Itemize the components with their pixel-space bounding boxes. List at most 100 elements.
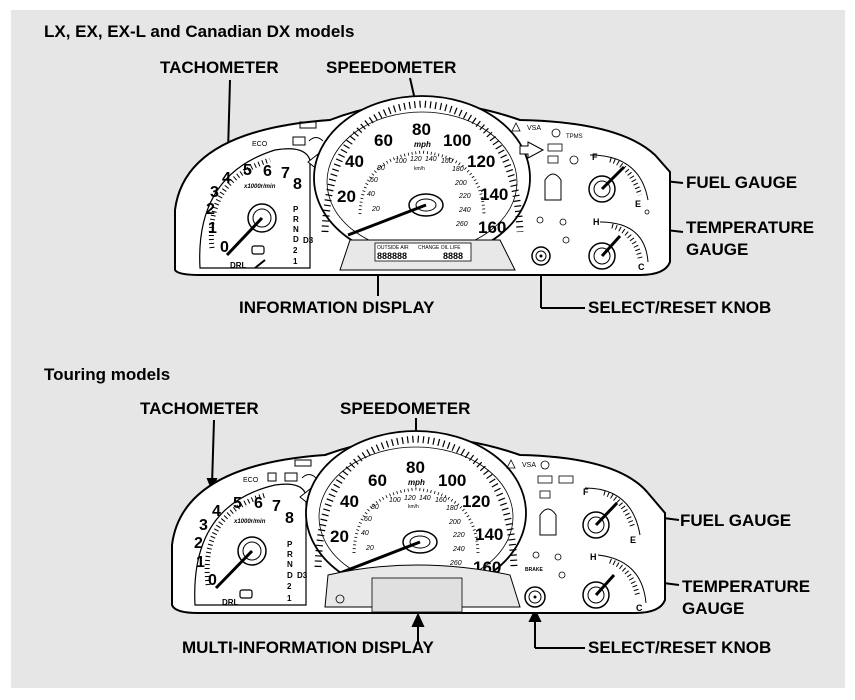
gear2-d3: D3 (297, 571, 308, 580)
kmh-120: 120 (410, 156, 422, 163)
multi-info-display-screen (371, 577, 463, 613)
fuel-empty: E (635, 199, 641, 209)
fuel2-empty: E (630, 535, 636, 545)
kmh2-260: 260 (449, 560, 462, 567)
tach-num-0: 0 (220, 239, 229, 256)
info-display-screen (374, 242, 472, 262)
tach2-num-4: 4 (212, 503, 221, 520)
battery-icon-2 (284, 472, 298, 482)
oil-pressure-icon (308, 137, 324, 142)
fuel-needle (600, 165, 626, 191)
eco-indicator: ECO (252, 141, 268, 148)
fuel2-needle (594, 501, 619, 527)
mph-140: 140 (480, 185, 508, 204)
kmh2-200: 200 (448, 519, 461, 526)
battery-icon (292, 136, 306, 146)
airbag-icon-2 (554, 553, 562, 561)
light-indicator-icon (299, 121, 317, 129)
headlight-icon (547, 155, 559, 164)
display-digits-left: 888888 (377, 251, 407, 261)
seatbelt-icon-2 (532, 551, 540, 559)
section1-title: LX, EX, EX-L and Canadian DX models (44, 22, 355, 41)
passenger-airbag-icon (562, 236, 570, 244)
kmh2-220: 220 (452, 532, 465, 539)
kmh2-140: 140 (419, 495, 431, 502)
outside-air-label: OUTSIDE AIR (377, 245, 409, 251)
tach-num-4: 4 (222, 170, 231, 187)
mph2-20: 20 (330, 527, 349, 546)
door-open-icon (544, 173, 562, 201)
select-reset-knob-label-1: SELECT/RESET KNOB (588, 298, 772, 317)
check-engine-icon-2 (239, 589, 253, 599)
gear-p: P (293, 205, 299, 214)
cruise-control-icon (558, 475, 574, 484)
mph-40: 40 (345, 152, 364, 171)
tach-num-1: 1 (208, 220, 217, 237)
side-airbag-off-icon (547, 143, 563, 152)
seatbelt-icon (536, 216, 544, 224)
gear2-d: D (287, 571, 293, 580)
gear-d3: D3 (303, 236, 314, 245)
tach2-num-7: 7 (272, 498, 281, 515)
warning-triangle-icon-2 (506, 459, 516, 469)
kmh2-160: 160 (435, 497, 447, 504)
vsa-indicator-2: VSA (522, 462, 536, 469)
gear-d: D (293, 235, 299, 244)
tach-num-6: 6 (263, 163, 272, 180)
tach2-num-8: 8 (285, 510, 294, 527)
tach-num-7: 7 (281, 165, 290, 182)
light-indicator-icon-2 (294, 459, 312, 467)
temp2-cold: C (636, 603, 643, 613)
kmh-80: 80 (377, 165, 385, 172)
section2-title: Touring models (44, 365, 171, 384)
kmh-100: 100 (395, 158, 407, 165)
temperature-gauge-label-2b: GAUGE (682, 599, 745, 618)
kmh2-80: 80 (371, 504, 379, 511)
kmh2-180: 180 (446, 505, 458, 512)
mph2-80: 80 (406, 458, 425, 477)
change-oil-label: CHANGE OIL LIFE (418, 245, 461, 251)
display-digits-right: 8888 (443, 251, 463, 261)
mph-100: 100 (443, 131, 471, 150)
tach-unit: x1000r/min (243, 184, 276, 190)
tach2-num-5: 5 (233, 495, 242, 512)
gear-1: 1 (293, 257, 298, 266)
tach-num-2: 2 (206, 201, 215, 218)
mph-160: 160 (478, 218, 506, 237)
mph2-140: 140 (475, 525, 503, 544)
temp-needle (600, 234, 622, 258)
low-fuel-icon (644, 209, 650, 215)
kmh-260: 260 (455, 221, 468, 228)
fuel-full: F (592, 152, 598, 162)
tach2-num-6: 6 (254, 495, 263, 512)
select-reset-knob-label-2: SELECT/RESET KNOB (588, 638, 772, 657)
mph2-100: 100 (438, 471, 466, 490)
info-icon (335, 594, 345, 604)
fuel2-full: F (583, 487, 589, 497)
information-display-label: INFORMATION DISPLAY (239, 298, 435, 317)
kmh-20: 20 (371, 206, 380, 213)
kmh2-unit: km/h (408, 504, 419, 510)
kmh-180: 180 (452, 166, 464, 173)
kmh-200: 200 (454, 180, 467, 187)
brake-indicator: BRAKE (525, 567, 543, 573)
tach2-num-1: 1 (196, 554, 205, 571)
kmh2-40: 40 (361, 530, 369, 537)
passenger-airbag-icon-2 (558, 571, 566, 579)
tach-num-5: 5 (243, 162, 252, 179)
headlight-icon-2 (539, 490, 551, 499)
gear2-1: 1 (287, 594, 292, 603)
mph-20: 20 (337, 187, 356, 206)
kmh-220: 220 (458, 193, 471, 200)
airbag-icon (559, 218, 567, 226)
kmh-160: 160 (441, 158, 453, 165)
temp2-hot: H (590, 552, 597, 562)
kmh-unit: km/h (414, 166, 425, 172)
temp2-needle (594, 573, 616, 597)
multi-information-display-label: MULTI-INFORMATION DISPLAY (182, 638, 434, 657)
temp-hot: H (593, 217, 600, 227)
eco-indicator-2: ECO (243, 477, 259, 484)
tach2-num-3: 3 (199, 517, 208, 534)
kmh2-60: 60 (364, 516, 372, 523)
gear2-r: R (287, 550, 293, 559)
